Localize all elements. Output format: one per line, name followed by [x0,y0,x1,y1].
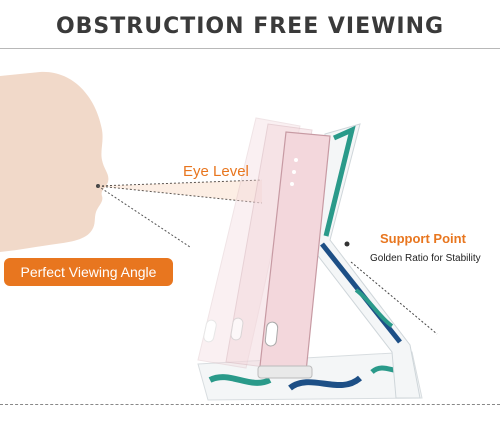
viewing-angle-badge: Perfect Viewing Angle [4,258,173,286]
phone-stand [257,365,313,379]
bottom-divider [0,404,500,405]
sight-line-mid [97,185,263,204]
face-silhouette [0,71,109,252]
eye-level-label: Eye Level [183,163,249,180]
sight-line-eye-level [97,179,263,187]
support-dashed-line [350,261,438,335]
title-divider [0,48,500,49]
case-flap-stripe-3 [354,288,394,328]
page-title: OBSTRUCTION FREE VIEWING [55,14,445,39]
support-point-dot [344,241,350,247]
case-pattern-1 [208,374,272,386]
sight-line-low [97,185,191,248]
case-flap-stripe-1 [323,125,356,237]
case-pattern-2 [288,375,363,391]
support-point-label: Support Point [380,231,466,246]
support-point-subtitle: Golden Ratio for Stability [370,253,481,264]
sight-wedge [98,180,262,203]
